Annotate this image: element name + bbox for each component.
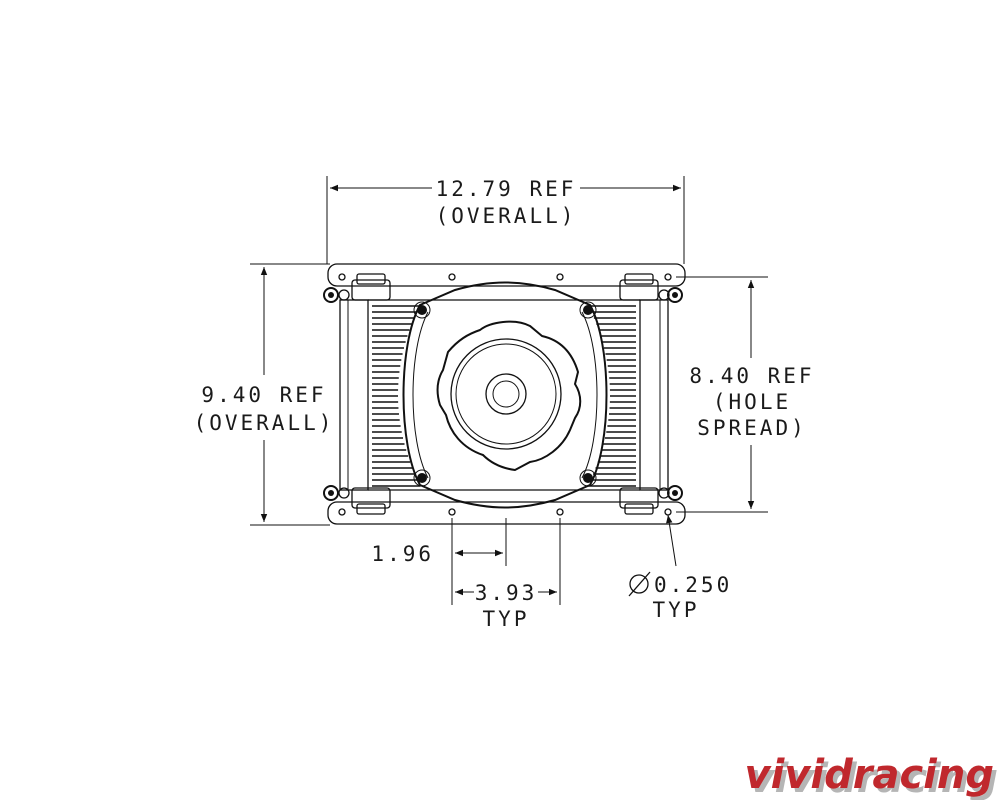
left-fin-stack (372, 305, 421, 487)
corner-bolts (323, 287, 683, 501)
vividracing-logo: vividracing vividracing (745, 752, 998, 800)
shroud-screws (413, 301, 597, 487)
logo-text: vividracing (745, 752, 994, 798)
hole-spread-note-1: (HOLE (713, 390, 791, 414)
dim-half-spacing: 1.96 (371, 518, 507, 605)
overall-height-note: (OVERALL) (194, 411, 335, 435)
overall-width-value: 12.79 REF (436, 177, 577, 201)
cooler-outline (323, 263, 686, 525)
left-tank (339, 299, 369, 491)
dim-hole-spacing: 3.93 TYP (455, 518, 561, 631)
top-mounting-plate (327, 263, 686, 287)
dim-hole-spread: 8.40 REF (HOLE SPREAD) (676, 276, 814, 513)
hole-spread-value: 8.40 REF (689, 364, 814, 388)
fan-shroud (402, 281, 608, 509)
fittings (351, 273, 659, 515)
dim-overall-width: 12.79 REF (OVERALL) (326, 176, 685, 264)
half-spacing-value: 1.96 (371, 542, 434, 566)
diameter-symbol (628, 571, 651, 597)
right-fin-stack (587, 305, 636, 487)
fan-motor (436, 320, 582, 472)
logo-shadow: vividracing (749, 756, 998, 800)
overall-height-value: 9.40 REF (201, 383, 326, 407)
hole-spacing-note: TYP (483, 607, 530, 631)
hole-spread-note-2: SPREAD) (697, 416, 807, 440)
right-tank (639, 299, 669, 491)
dim-overall-height: 9.40 REF (OVERALL) (194, 263, 335, 526)
mounting-holes (338, 273, 672, 516)
hole-diameter-note: TYP (653, 598, 700, 622)
hole-spacing-value: 3.93 (475, 581, 538, 605)
hole-diameter-value: 0.250 (654, 573, 732, 597)
dim-hole-diameter: 0.250 TYP (628, 514, 732, 622)
overall-width-note: (OVERALL) (436, 204, 577, 228)
